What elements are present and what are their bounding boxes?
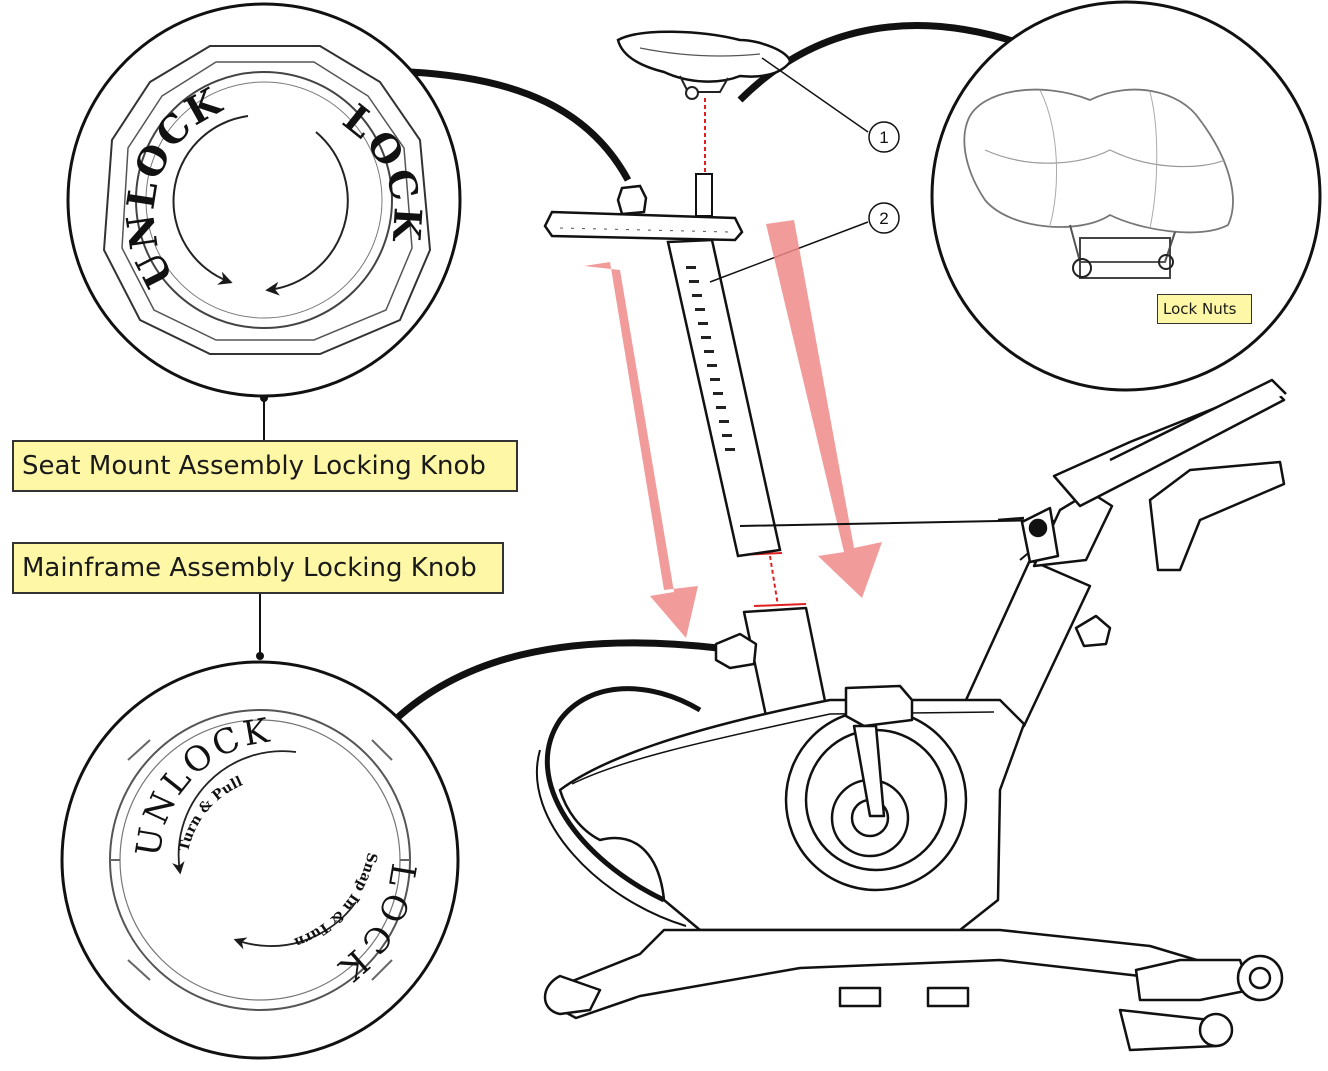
seatpost-part <box>666 238 782 558</box>
part-2-callout <box>868 202 900 234</box>
saddle-nut-icon <box>685 86 699 100</box>
main-knob-label: Mainframe Assembly Locking Knob <box>12 542 504 594</box>
lock-nuts-label: Lock Nuts <box>1157 294 1252 324</box>
insert-arrow-right <box>766 220 882 598</box>
part-1-callout <box>868 121 900 153</box>
insert-arrow-left <box>584 262 698 638</box>
saddle-detail-circle <box>930 0 1322 392</box>
seat-knob-leader <box>409 68 632 182</box>
seat-slider-part <box>543 173 744 242</box>
part-1-number: 1 <box>879 128 888 147</box>
saddle-part <box>616 30 792 100</box>
bike-frame <box>535 378 1287 1052</box>
seatpost-guide-line <box>769 555 779 607</box>
main-knob-detail-circle: UNLOCK Turn & Pull LOCK Snap In & Turn <box>60 660 460 1060</box>
main-label-dot <box>256 652 264 660</box>
part-2-number: 2 <box>879 209 888 228</box>
seat-knob-detail-circle: UNLOCK LOCK <box>66 2 462 398</box>
seat-knob-label: Seat Mount Assembly Locking Knob <box>12 440 518 492</box>
main-knob-leader <box>392 639 719 723</box>
lock-nut-left-icon <box>1072 258 1092 278</box>
lock-nut-right-icon <box>1158 254 1174 270</box>
mainframe-knob-icon <box>714 632 758 670</box>
seat-knob-icon <box>616 184 648 216</box>
